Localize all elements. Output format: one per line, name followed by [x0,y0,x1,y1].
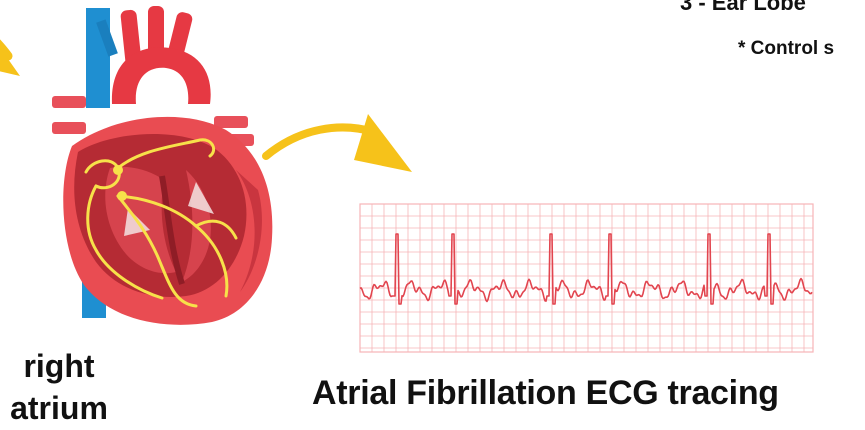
ecg-strip [360,204,813,352]
header-note-1: 3 - Ear Lobe [680,0,806,16]
heart-icon [52,6,272,325]
ecg-caption: Atrial Fibrillation ECG tracing [312,376,779,410]
curved-arrow-icon [266,114,412,172]
heart-label-line-2: atrium [0,392,118,424]
left-arrow [0,28,20,76]
av-node [117,191,127,201]
sa-node [113,165,123,175]
header-note-2: * Control s [738,38,834,60]
heart-label-line-1: right [0,350,118,382]
